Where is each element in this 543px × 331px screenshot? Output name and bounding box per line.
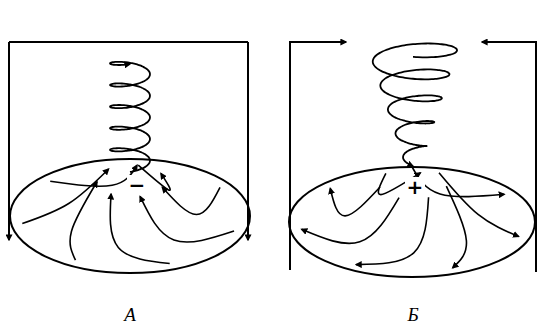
swirl-arrow xyxy=(110,194,170,264)
pressure-sign: − xyxy=(127,175,148,195)
swirl-arrow xyxy=(140,196,234,242)
swirl-arrow xyxy=(162,187,220,214)
pressure-disc: − xyxy=(8,157,252,275)
swirl-arrow xyxy=(22,169,108,224)
swirl-arrow xyxy=(446,186,466,268)
swirl-arrow xyxy=(330,187,380,216)
pressure-sign: + xyxy=(405,177,426,197)
vortex-spiral xyxy=(373,43,457,166)
air-flow-line xyxy=(9,41,248,43)
swirl-arrow xyxy=(439,173,519,237)
swirl-arrow xyxy=(70,182,97,260)
swirl-arrow xyxy=(302,198,399,244)
panel-letter: Б xyxy=(407,305,418,325)
panel-letter: А xyxy=(124,305,136,325)
vortex-spiral xyxy=(110,62,150,172)
air-flow-line xyxy=(482,42,536,272)
pressure-disc: + xyxy=(287,165,537,279)
